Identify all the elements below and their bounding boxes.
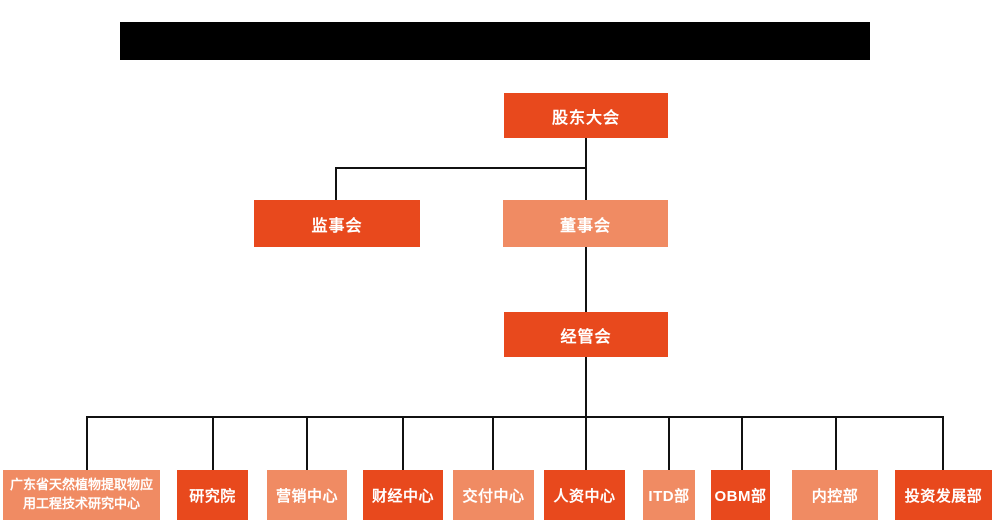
org-node-label: 人资中心	[553, 487, 616, 505]
org-node-label: OBM部	[714, 487, 767, 505]
org-node-research-institute: 研究院	[177, 470, 248, 520]
org-node-board-of-directors: 董事会	[503, 200, 668, 247]
org-node-hr-center: 人资中心	[544, 470, 625, 520]
org-node-itd-dept: ITD部	[643, 470, 695, 520]
org-node-label: 经管会	[560, 328, 612, 346]
redacted-title-bar	[120, 22, 870, 60]
connector-drop-delivery-center	[492, 416, 494, 470]
org-node-obm-dept: OBM部	[711, 470, 770, 520]
org-node-label: 研究院	[189, 487, 236, 505]
connector-drop-marketing-center	[306, 416, 308, 470]
org-node-delivery-center: 交付中心	[453, 470, 534, 520]
org-node-label: 内控部	[811, 487, 859, 505]
org-node-label: 广东省天然植物提取物应用工程技术研究中心	[9, 477, 153, 511]
connector-management-down	[585, 357, 587, 470]
org-node-gd-natural-plant-extract-research-center: 广东省天然植物提取物应用工程技术研究中心	[3, 470, 160, 520]
connector-bottom-horizontal	[86, 416, 944, 418]
org-node-label: 营销中心	[275, 487, 338, 505]
org-node-marketing-center: 营销中心	[267, 470, 347, 520]
connector-drop-obm-dept	[741, 416, 743, 470]
org-node-shareholders-meeting: 股东大会	[504, 93, 668, 138]
org-node-label: 股东大会	[551, 109, 620, 127]
org-node-supervisory-board: 监事会	[254, 200, 420, 247]
org-node-label: 财经中心	[371, 487, 434, 505]
org-node-label: 董事会	[559, 217, 611, 235]
connector-drop-research-institute	[212, 416, 214, 470]
org-node-finance-center: 财经中心	[363, 470, 443, 520]
org-node-investment-development-dept: 投资发展部	[895, 470, 992, 520]
connector-supervisory-drop	[335, 167, 337, 201]
connector-drop-internal-control	[835, 416, 837, 470]
org-node-label: ITD部	[648, 487, 690, 505]
connector-shareholders-to-board	[585, 138, 587, 201]
org-node-label: 交付中心	[462, 487, 525, 505]
connector-drop-gd-center	[86, 416, 88, 470]
connector-level2-horizontal	[335, 167, 587, 169]
connector-drop-investment-dev	[942, 416, 944, 470]
connector-board-to-management	[585, 247, 587, 313]
org-node-management-committee: 经管会	[504, 312, 668, 357]
org-node-label: 监事会	[311, 217, 363, 235]
org-node-label: 投资发展部	[904, 487, 983, 505]
connector-drop-finance-center	[402, 416, 404, 470]
connector-drop-itd-dept	[668, 416, 670, 470]
org-node-internal-control-dept: 内控部	[792, 470, 878, 520]
